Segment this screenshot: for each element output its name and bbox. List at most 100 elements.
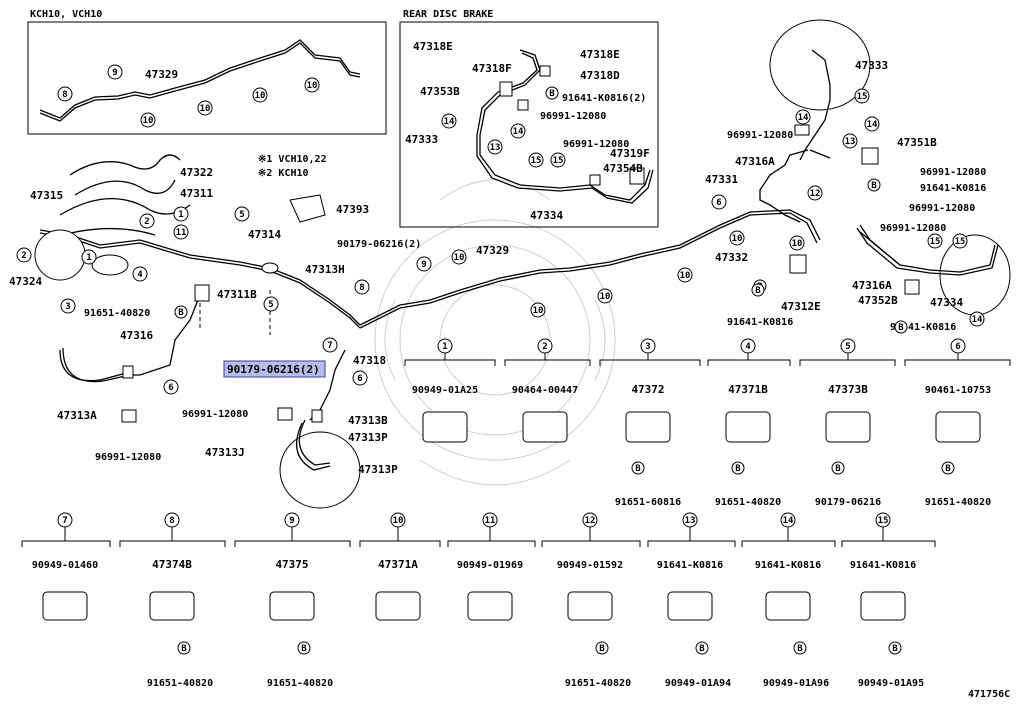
part-label-91651-40820-a[interactable]: 91651-40820: [84, 308, 150, 319]
callout-1-11: 1: [81, 249, 97, 265]
clamp-sub-part-12[interactable]: 91651-40820: [565, 678, 631, 689]
callout-13-32-number: 13: [845, 137, 856, 147]
part-label-47322[interactable]: 47322: [180, 166, 213, 179]
part-label-96991-12080-f[interactable]: 96991-12080: [880, 223, 946, 234]
part-label-47316[interactable]: 47316: [120, 329, 153, 342]
part-label-47334[interactable]: 47334: [930, 296, 963, 309]
part-label-47329-kch[interactable]: 47329: [145, 68, 178, 81]
part-label-47318D[interactable]: 47318D: [580, 69, 620, 82]
part-label-47351B[interactable]: 47351B: [897, 136, 937, 149]
part-label-47393[interactable]: 47393: [336, 203, 369, 216]
part-label-47313P-b[interactable]: 47313P: [358, 463, 398, 476]
clamp-sub-part-9[interactable]: 91651-40820: [267, 678, 333, 689]
clamp-sub-part-15[interactable]: 90949-01A95: [858, 678, 924, 689]
clamp-part-12[interactable]: 90949-01592: [557, 560, 623, 571]
clamp-part-7[interactable]: 90949-01460: [32, 560, 98, 571]
part-label-47333-rear[interactable]: 47333: [405, 133, 438, 146]
clamp-part-6[interactable]: 90461-10753: [925, 385, 991, 396]
clamp-part-14[interactable]: 91641-K0816: [755, 560, 821, 571]
clamp-part-11[interactable]: 90949-01969: [457, 560, 523, 571]
clamp-sub-part-14[interactable]: 90949-01A96: [763, 678, 829, 689]
part-label-47332[interactable]: 47332: [715, 251, 748, 264]
part-label-96991-12080-rear-b[interactable]: 96991-12080: [563, 139, 629, 150]
clamp-part-8[interactable]: 47374B: [152, 558, 192, 571]
highlighted-part-label[interactable]: 90179-06216(2): [227, 363, 320, 376]
part-label-96991-12080-e[interactable]: 96991-12080: [909, 203, 975, 214]
part-label-47311B[interactable]: 47311B: [217, 288, 257, 301]
clamp-part-15[interactable]: 91641-K0816: [850, 560, 916, 571]
clamp-sub-part-5[interactable]: 90179-06216: [815, 497, 881, 508]
part-label-47313A[interactable]: 47313A: [57, 409, 97, 422]
clamp-part-5[interactable]: 47373B: [828, 383, 868, 396]
part-label-96991-12080-c[interactable]: 96991-12080: [727, 130, 793, 141]
part-label-47353B[interactable]: 47353B: [420, 85, 460, 98]
part-label-47318[interactable]: 47318: [353, 354, 386, 367]
part-label-47313B[interactable]: 47313B: [348, 414, 388, 427]
callout-10-3: 10: [197, 100, 213, 116]
clamp-callout-1-number: 1: [442, 342, 447, 352]
clamp-group-1[interactable]: 1 90949-01A25: [404, 338, 496, 443]
part-label-91641-K0816-c[interactable]: 91641-K0816: [890, 322, 956, 333]
part-label-47331[interactable]: 47331: [705, 173, 738, 186]
part-label-47316A-b[interactable]: 47316A: [852, 279, 892, 292]
highlighted-part[interactable]: 90179-06216(2): [223, 360, 326, 378]
part-label-47311[interactable]: 47311: [180, 187, 213, 200]
clamp-part-13[interactable]: 91641-K0816: [657, 560, 723, 571]
clamp-sub-part-8[interactable]: 91651-40820: [147, 678, 213, 689]
clamp-part-1[interactable]: 90949-01A25: [412, 385, 478, 396]
part-label-96991-12080-d[interactable]: 96991-12080: [920, 167, 986, 178]
clamp-part-4[interactable]: 47371B: [728, 383, 768, 396]
part-label-47334-rear[interactable]: 47334: [530, 209, 563, 222]
clamp-sub-part-13[interactable]: 90949-01A94: [665, 678, 731, 689]
part-label-47324[interactable]: 47324: [9, 275, 42, 288]
part-label-47312E[interactable]: 47312E: [781, 300, 821, 313]
part-label-91641-K0816-a[interactable]: 91641-K0816: [920, 183, 986, 194]
part-label-96991-12080-a[interactable]: 96991-12080: [95, 452, 161, 463]
clamp-sub-part-3[interactable]: 91651-60816: [615, 497, 681, 508]
clamp-sub-part-4[interactable]: 91651-40820: [715, 497, 781, 508]
part-label-47315[interactable]: 47315: [30, 189, 63, 202]
clamp-sub-part-6[interactable]: 91651-40820: [925, 497, 991, 508]
part-label-91641-K0816-b[interactable]: 91641-K0816: [727, 317, 793, 328]
part-label-47329-main[interactable]: 47329: [476, 244, 509, 257]
clamp-callout-9-number: 9: [289, 516, 294, 526]
callout-5-18-number: 5: [239, 210, 244, 220]
part-label-47313H[interactable]: 47313H: [305, 263, 345, 276]
part-label-47313P-a[interactable]: 47313P: [348, 431, 388, 444]
part-label-91641-K0816-2[interactable]: 91641-K0816(2): [562, 93, 646, 104]
clamp-part-2[interactable]: 90464-00447: [512, 385, 578, 396]
clamp-part-3[interactable]: 47372: [631, 383, 664, 396]
part-label-47352B[interactable]: 47352B: [858, 294, 898, 307]
part-label-47354B[interactable]: 47354B: [603, 162, 643, 175]
clamp-part-10[interactable]: 47371A: [378, 558, 418, 571]
part-label-47318E-b[interactable]: 47318E: [580, 48, 620, 61]
part-label-47318F[interactable]: 47318F: [472, 62, 512, 75]
part-label-47318E-a[interactable]: 47318E: [413, 40, 453, 53]
part-label-90179-06216-2[interactable]: 90179-06216(2): [337, 239, 421, 250]
part-label-47319F[interactable]: 47319F: [610, 147, 650, 160]
part-label-96991-12080-rear-a[interactable]: 96991-12080: [540, 111, 606, 122]
callout-12-34: 12: [807, 185, 823, 201]
part-label-47316A-a[interactable]: 47316A: [735, 155, 775, 168]
part-label-47333[interactable]: 47333: [855, 59, 888, 72]
part-label-47313J[interactable]: 47313J: [205, 446, 245, 459]
callout-1-16: 1: [173, 206, 189, 222]
clamp-part-9[interactable]: 47375: [275, 558, 308, 571]
part-label-47314[interactable]: 47314: [248, 228, 281, 241]
part-label-96991-12080-b[interactable]: 96991-12080: [182, 409, 248, 420]
